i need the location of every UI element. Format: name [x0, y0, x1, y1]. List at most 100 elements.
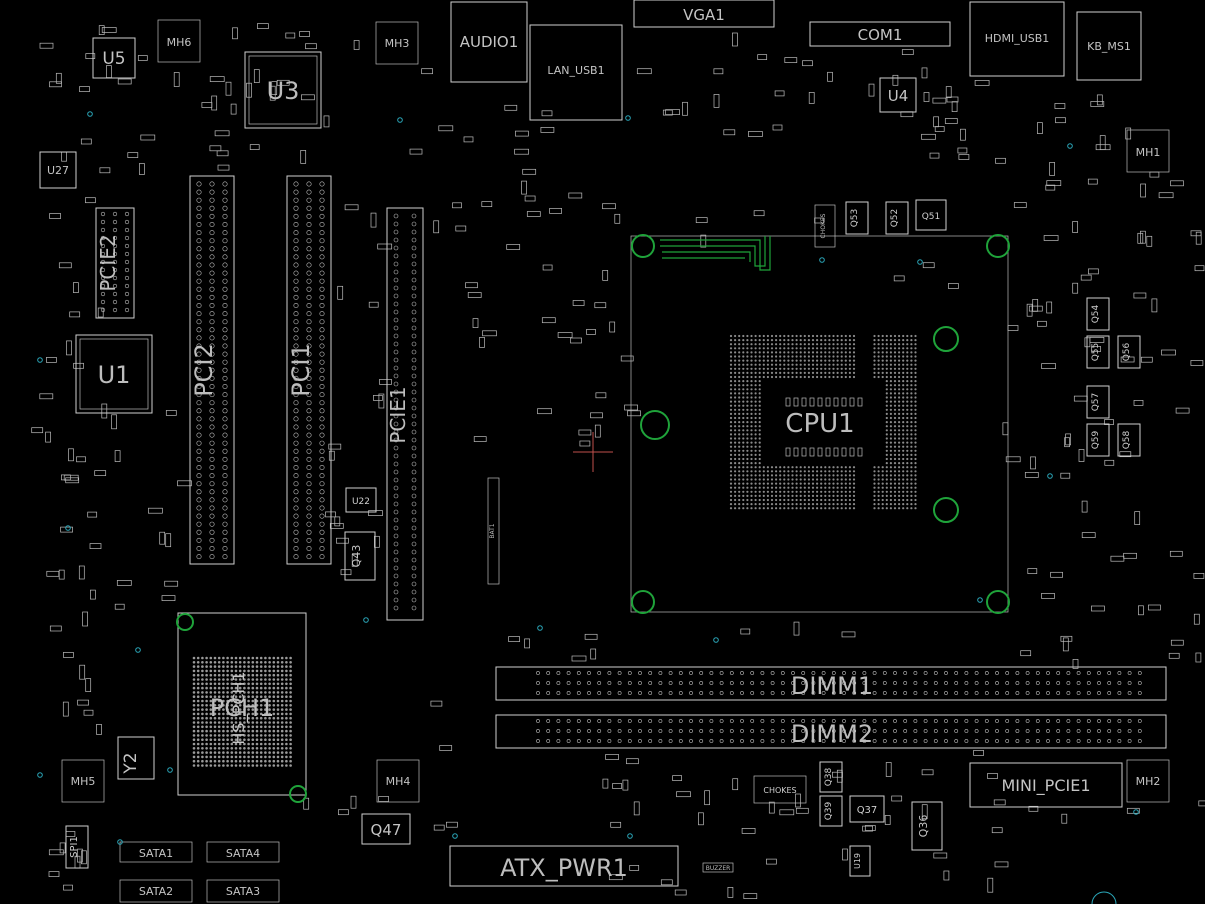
mh3-label: MH3 [385, 37, 410, 50]
q55-mosfet[interactable]: Q55 [1086, 335, 1110, 369]
cpu1-label: CPU1 [785, 409, 854, 439]
q53-label: Q53 [850, 209, 860, 228]
q56-label: Q56 [1122, 342, 1132, 361]
atx-pwr1-connector[interactable]: ATX_PWR1 [449, 845, 679, 887]
chokes-horizontal[interactable]: CHOKES [753, 775, 807, 804]
pcie2-slot[interactable]: PCIE2 [95, 207, 135, 319]
pci1-pins [293, 181, 325, 560]
atx-pwr1-label: ATX_PWR1 [500, 854, 628, 882]
u5-chip[interactable]: U5 [92, 37, 136, 79]
spi1-header[interactable]: SPI1 [65, 825, 89, 869]
mini-pcie1-label: MINI_PCIE1 [1001, 776, 1090, 796]
y2-label: Y2 [121, 752, 141, 774]
u1-label: U1 [98, 361, 131, 389]
q57-mosfet[interactable]: Q57 [1086, 385, 1110, 419]
chokes-vertical[interactable]: CHOKES [814, 204, 836, 248]
sata2-connector[interactable]: SATA2 [119, 879, 193, 903]
u27-chip[interactable]: U27 [39, 151, 77, 189]
dimm2-slot[interactable]: DIMM2 [495, 714, 1167, 749]
q39-mosfet[interactable]: Q39 [819, 795, 843, 827]
q51-mosfet[interactable]: Q51 [915, 199, 947, 231]
q58-label: Q58 [1122, 430, 1132, 449]
hdmi-usb1-connector[interactable]: HDMI_USB1 [969, 1, 1065, 77]
cpu1-mount-hole [986, 234, 1010, 258]
mh2-mount[interactable]: MH2 [1126, 759, 1170, 803]
u22-chip[interactable]: U22 [345, 487, 377, 513]
dimm1-label: DIMM1 [791, 672, 873, 700]
cpu1-trace [660, 236, 771, 271]
sata3-label: SATA3 [226, 885, 260, 898]
u4-chip[interactable]: U4 [879, 77, 917, 113]
mini-pcie1-slot[interactable]: MINI_PCIE1 [969, 762, 1123, 808]
q47-mosfet[interactable]: Q47 [361, 813, 411, 845]
cpu1-socket[interactable]: CPU1 [630, 234, 1010, 614]
sata2-label: SATA2 [139, 885, 173, 898]
sata1-label: SATA1 [139, 847, 173, 860]
mh4-mount[interactable]: MH4 [376, 759, 420, 803]
q59-mosfet[interactable]: Q59 [1086, 423, 1110, 457]
pcie1-pins [393, 213, 417, 611]
pcie1-label: PCIE1 [386, 386, 410, 443]
buzzer-label: BUZZER [706, 865, 731, 872]
pci2-slot[interactable]: PCI2 [189, 175, 235, 565]
sata3-connector[interactable]: SATA3 [206, 879, 280, 903]
mh5-mount[interactable]: MH5 [61, 759, 105, 803]
dimm2-label: DIMM2 [791, 720, 873, 748]
q57-label: Q57 [1091, 393, 1101, 412]
mh1-mount[interactable]: MH1 [1126, 129, 1170, 173]
pch1-ball-grid [192, 656, 292, 767]
audio1-label: AUDIO1 [460, 33, 519, 51]
vga1-connector[interactable]: VGA1 [633, 0, 775, 28]
dimm1-slot[interactable]: DIMM1 [495, 666, 1167, 701]
com1-connector[interactable]: COM1 [809, 21, 951, 47]
hdmi-usb1-label: HDMI_USB1 [985, 32, 1050, 45]
q43-label: Q43 [350, 545, 363, 568]
pci1-slot[interactable]: PCI1 [286, 175, 332, 565]
pch1-label: PCH1 [210, 694, 275, 722]
q56-mosfet[interactable]: Q56 [1117, 335, 1141, 369]
u3-chip[interactable]: U3 [244, 51, 322, 129]
q43-mosfet[interactable]: Q43 [344, 531, 376, 581]
pch1-chipset[interactable]: PCH1 HS_PCH1 [176, 612, 307, 803]
buzzer[interactable]: BUZZER [702, 862, 734, 873]
lan-usb1-connector[interactable]: LAN_USB1 [529, 24, 623, 121]
pcie1-slot[interactable]: PCIE1 [386, 207, 424, 621]
q39-label: Q39 [824, 801, 834, 820]
lan-usb1-label: LAN_USB1 [547, 64, 604, 77]
bat1-battery[interactable]: BAT1 [487, 477, 500, 585]
cpu1-mount-hole [631, 590, 655, 614]
u27-label: U27 [47, 164, 69, 177]
q52-mosfet[interactable]: Q52 [885, 201, 909, 235]
q54-mosfet[interactable]: Q54 [1086, 297, 1110, 331]
u1-chip[interactable]: U1 [75, 334, 153, 414]
sata1-connector[interactable]: SATA1 [119, 841, 193, 863]
u3-label: U3 [267, 77, 300, 105]
q59-label: Q59 [1091, 430, 1101, 449]
chokes-label: CHOKES [820, 213, 827, 238]
mh6-mount[interactable]: MH6 [157, 19, 201, 63]
q53-mosfet[interactable]: Q53 [845, 201, 869, 235]
mh6-label: MH6 [167, 36, 192, 49]
q37-mosfet[interactable]: Q37 [849, 795, 885, 823]
via-layer [37, 111, 1139, 904]
origin-crosshair [573, 432, 613, 472]
q38-mosfet[interactable]: Q38 [819, 761, 843, 793]
pcie2-pins [100, 211, 130, 313]
cpu1-mount-hole [640, 410, 670, 440]
u19-chip[interactable]: U19 [849, 845, 871, 877]
y2-crystal[interactable]: Y2 [117, 736, 155, 780]
q36-mosfet[interactable]: Q36 [911, 801, 943, 851]
cpu1-mount-hole [933, 497, 959, 523]
cpu1-mount-hole [986, 590, 1010, 614]
cpu1-pin-array [729, 334, 917, 510]
q36-label: Q36 [917, 815, 930, 838]
kb-ms1-connector[interactable]: KB_MS1 [1076, 11, 1142, 81]
mh3-mount[interactable]: MH3 [375, 21, 419, 65]
chokes-label: CHOKES [763, 786, 796, 795]
mh4-label: MH4 [386, 775, 411, 788]
q58-mosfet[interactable]: Q58 [1117, 423, 1141, 457]
sata4-connector[interactable]: SATA4 [206, 841, 280, 863]
q47-label: Q47 [371, 821, 402, 839]
audio1-connector[interactable]: AUDIO1 [450, 1, 528, 83]
